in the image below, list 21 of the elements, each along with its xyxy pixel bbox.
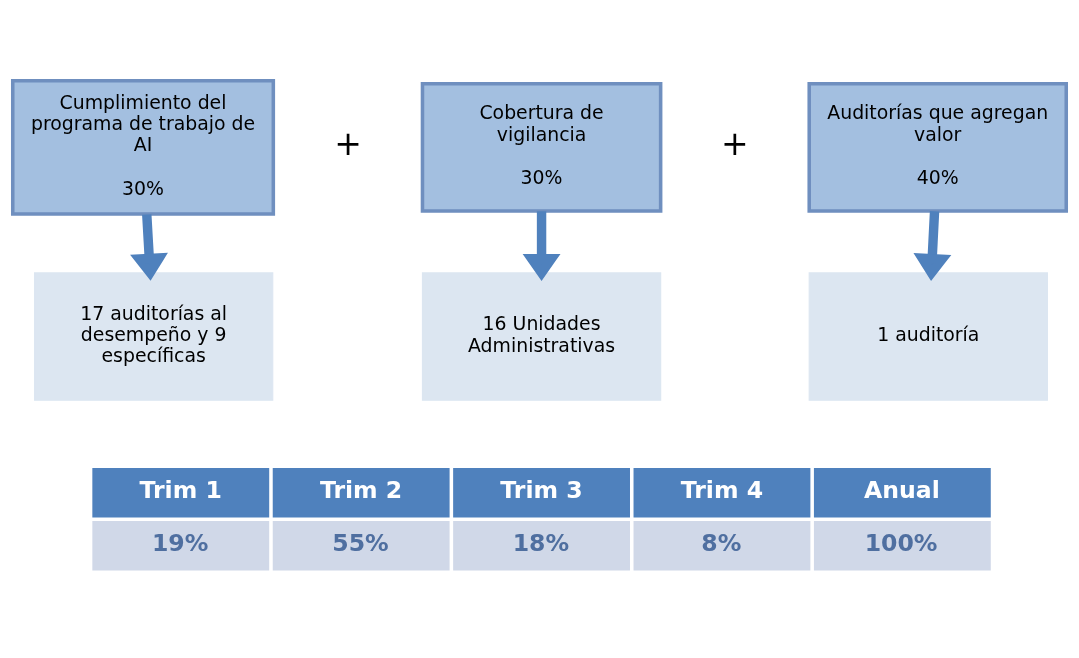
label: 100%	[864, 528, 938, 557]
label: Trim 2	[319, 475, 403, 504]
arrow	[522, 210, 561, 281]
label: +	[334, 123, 363, 163]
node-box: Auditorías que agregan valor 40%	[807, 81, 1068, 213]
node-box: Cumplimiento del programa de trabajo de AI 30%	[11, 78, 276, 216]
node-box: 17 auditorías al desempeño y 9 específicas	[33, 271, 274, 401]
node-box: Cobertura de vigilancia 30%	[420, 81, 663, 213]
node-box: 1 auditoría	[808, 271, 1048, 401]
label: Trim 1	[139, 475, 222, 504]
arrow	[913, 210, 952, 281]
label: 55%	[332, 528, 389, 557]
label: Trim 3	[500, 475, 583, 504]
label: 19%	[151, 528, 209, 557]
label: +	[721, 123, 749, 163]
label: 8%	[701, 528, 742, 557]
label: Anual	[864, 475, 940, 504]
node-box: 16 Unidades Administrativas	[421, 271, 662, 401]
arrow	[130, 213, 168, 281]
label: 18%	[512, 528, 570, 557]
label: Trim 4	[680, 475, 764, 504]
